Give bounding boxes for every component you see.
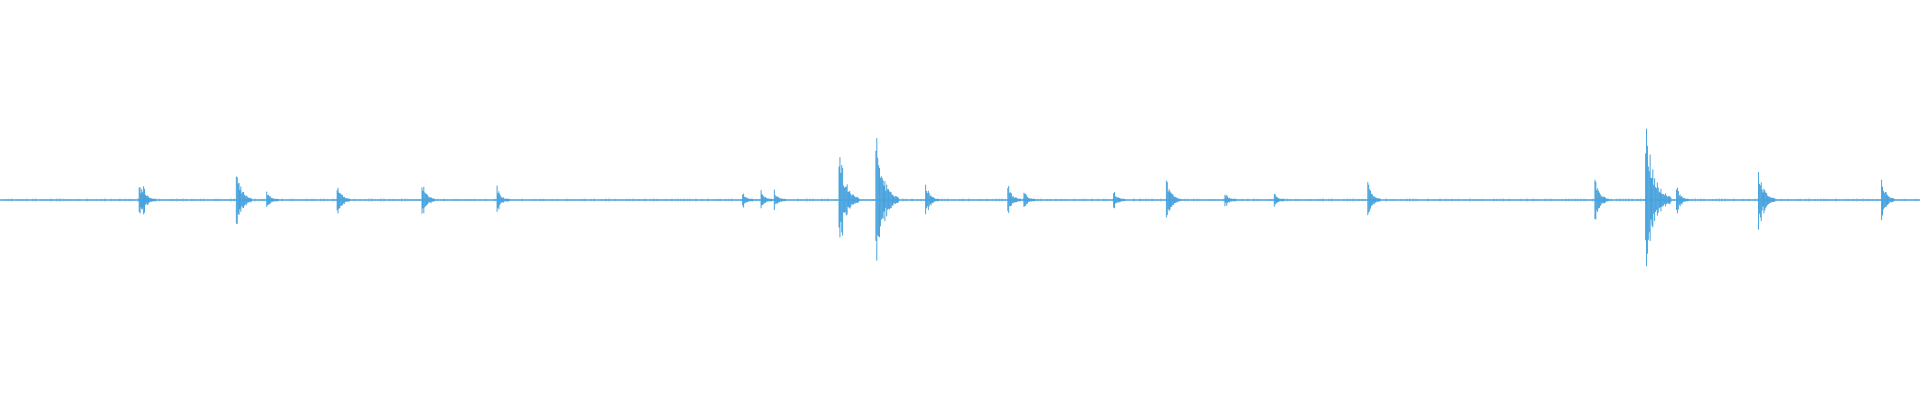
waveform-burst-11 — [773, 189, 786, 211]
waveform-burst-24 — [1676, 187, 1689, 214]
waveform-burst-20 — [1273, 193, 1285, 207]
waveform-burst-13 — [875, 137, 899, 261]
waveform-burst-23 — [1645, 128, 1672, 267]
waveform-burst-19 — [1224, 194, 1236, 207]
waveform-burst-3 — [143, 186, 156, 215]
waveform-burst-26 — [1881, 179, 1895, 221]
waveform-burst-22 — [1594, 179, 1609, 220]
waveform-noise — [0, 198, 1918, 202]
waveform-burst-16 — [1023, 192, 1036, 207]
waveform-burst-17 — [1113, 191, 1125, 209]
waveform-burst-6 — [336, 187, 351, 214]
waveform-burst-10 — [760, 190, 773, 209]
waveform-burst-14 — [925, 184, 939, 215]
waveform-bursts — [138, 128, 1895, 267]
waveform-burst-7 — [421, 186, 436, 214]
waveform-burst-9 — [742, 193, 754, 208]
waveform-burst-12 — [838, 157, 860, 238]
waveform-burst-4 — [235, 176, 253, 225]
waveform-burst-8 — [496, 185, 510, 212]
waveform-burst-25 — [1758, 172, 1776, 230]
waveform-burst-18 — [1165, 180, 1181, 218]
waveform-burst-15 — [1007, 185, 1021, 214]
waveform-burst-21 — [1367, 181, 1381, 216]
waveform-burst-5 — [266, 191, 278, 207]
